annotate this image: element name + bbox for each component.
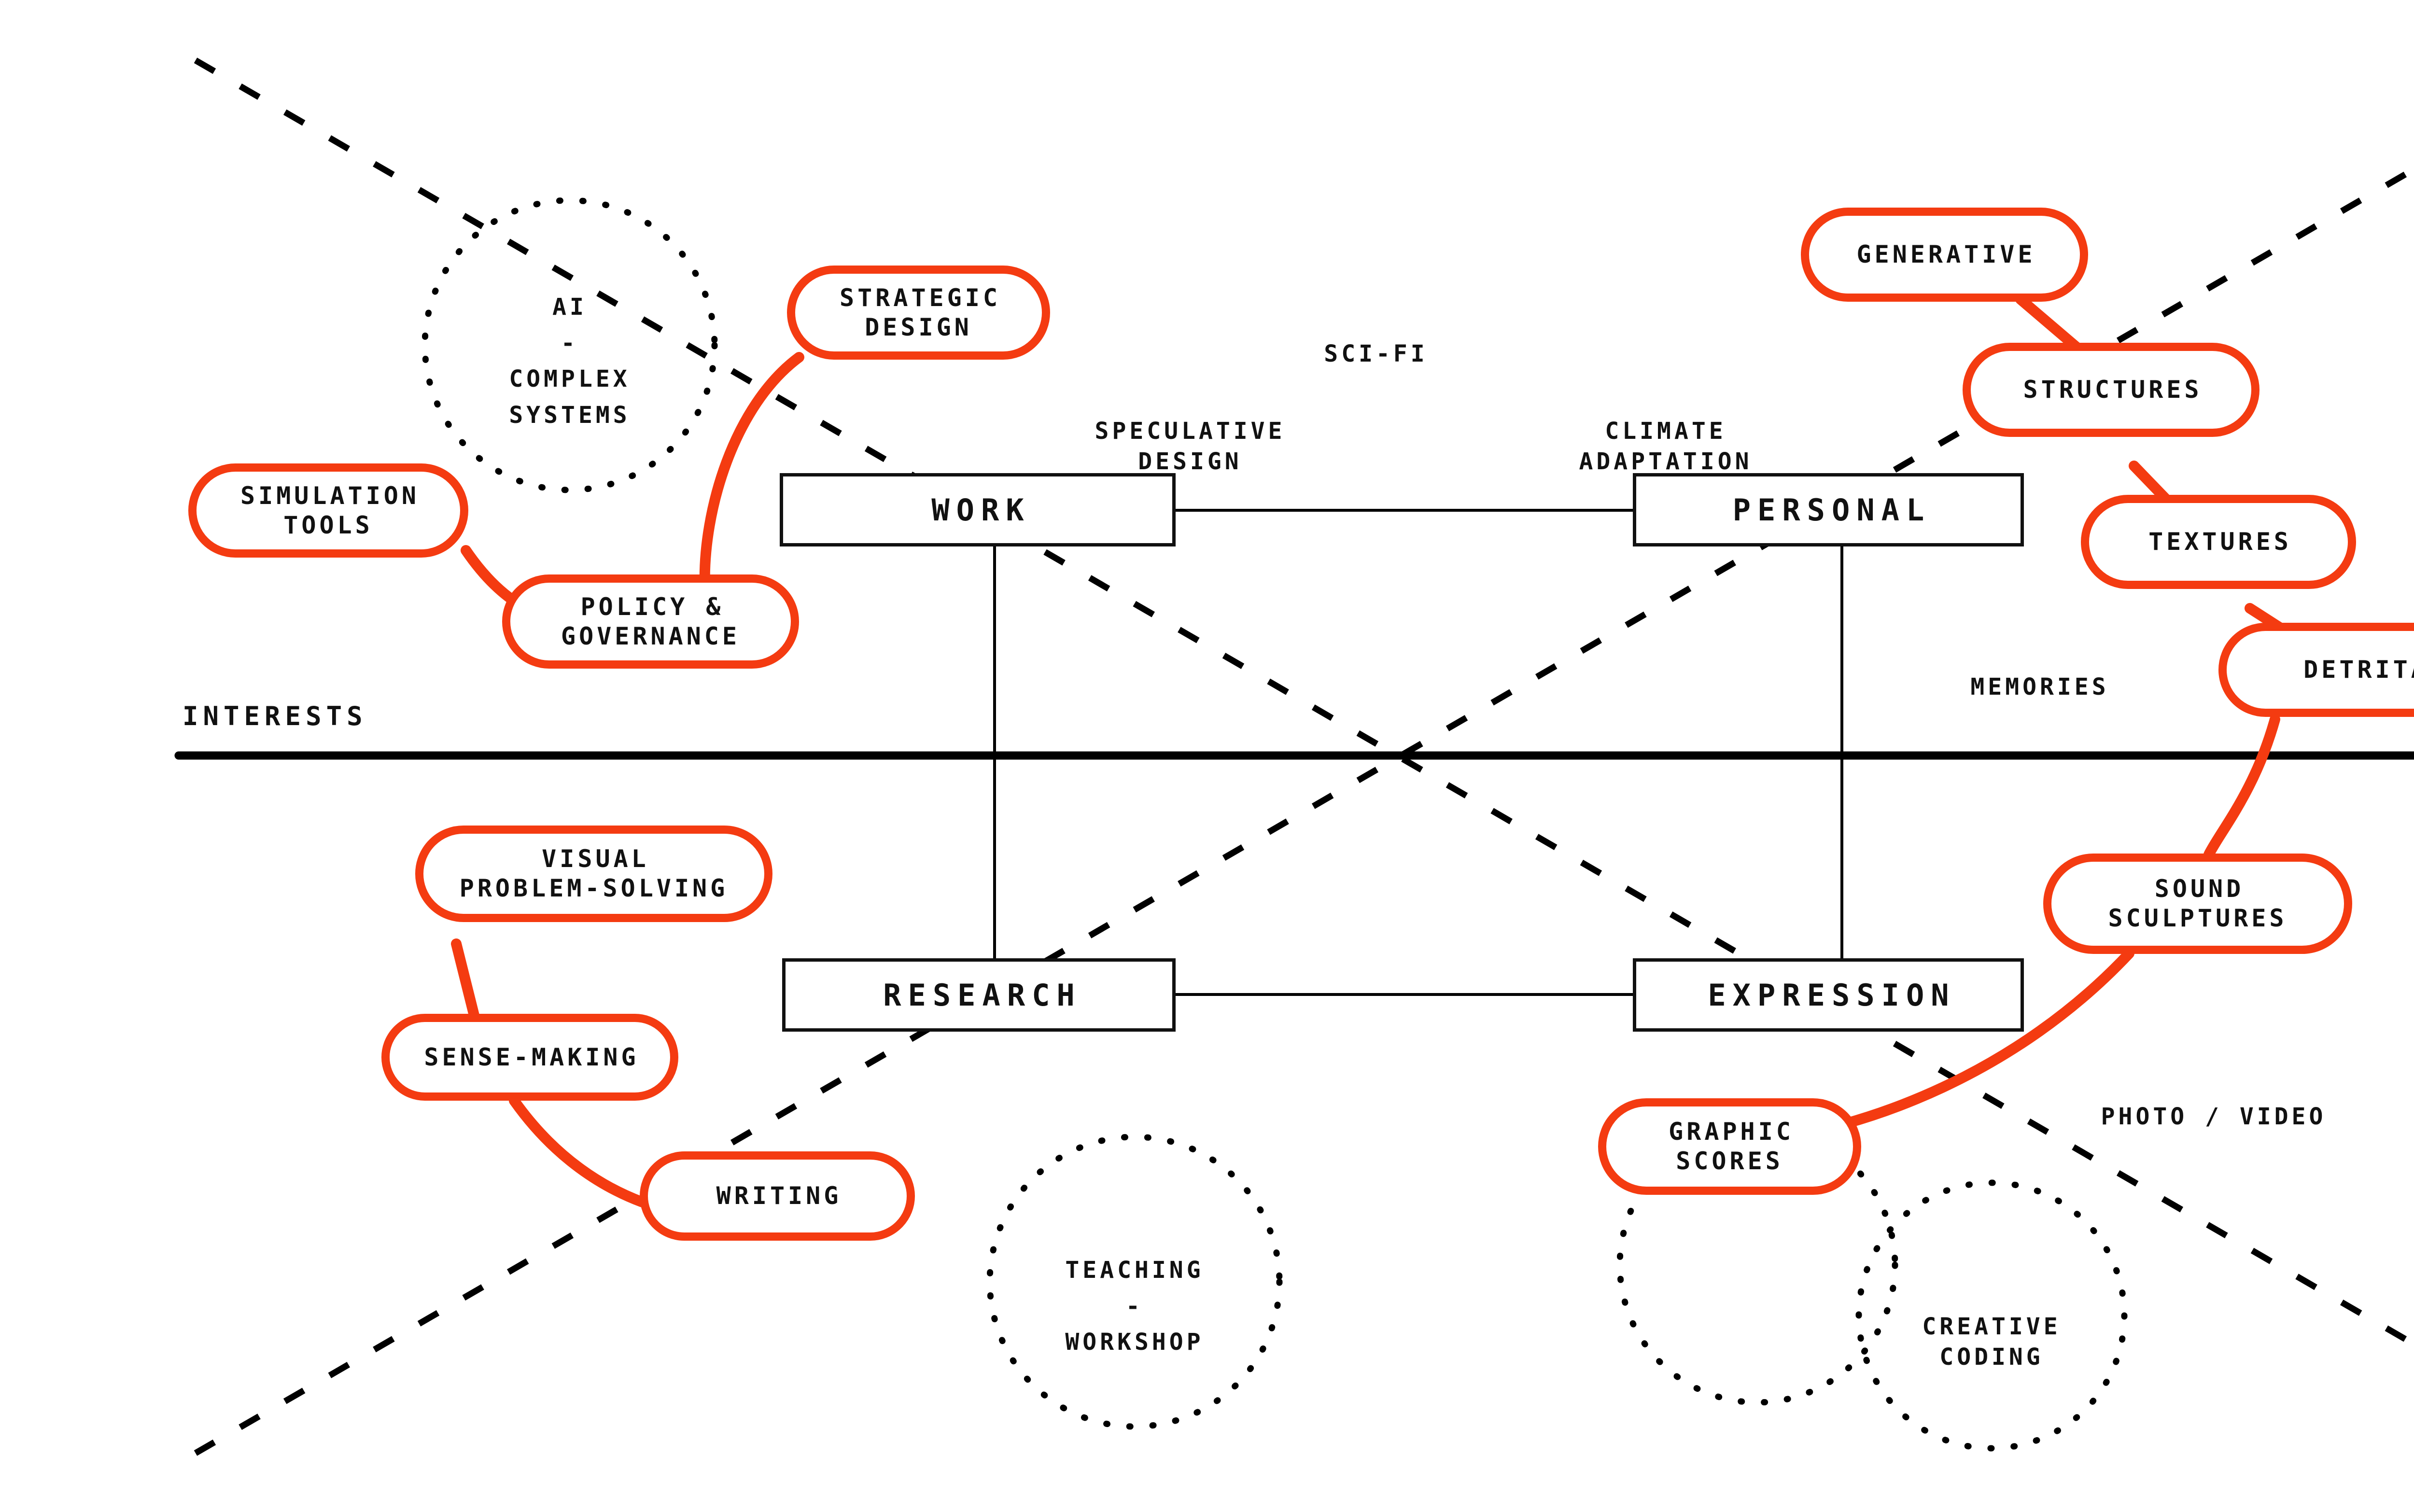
pill-structures[interactable]: STRUCTURES xyxy=(1963,343,2260,437)
dotted-circle-label-teaching-workshop: TEACHING - WORKSHOP xyxy=(990,1217,1279,1360)
label-memories: MEMORIES xyxy=(1914,642,2165,702)
pill-detrita[interactable]: DETRITA xyxy=(2218,623,2414,717)
quadrant-node-work-label: WORK xyxy=(931,492,1031,528)
pill-generative[interactable]: GENERATIVE xyxy=(1801,208,2088,302)
dotted-circle-label-ai-complex-systems: AI - COMPLEX SYSTEMS xyxy=(425,253,715,433)
label-photo-video-text: PHOTO / VIDEO xyxy=(2101,1103,2327,1131)
dotted-circle-creative-coding xyxy=(1855,1179,2128,1452)
pill-graphic-scores[interactable]: GRAPHIC SCORES xyxy=(1598,1098,1861,1195)
label-climate-adaptation: CLIMATE ADAPTATION xyxy=(1523,386,1808,476)
dotted-circle-ai-complex-systems xyxy=(421,197,718,493)
pill-visual-problem-solving-label: VISUAL PROBLEM-SOLVING xyxy=(459,845,729,902)
pill-generative-label: GENERATIVE xyxy=(1856,240,2036,268)
pill-sound-sculptures[interactable]: SOUND SCULPTURES xyxy=(2043,854,2352,954)
quadrant-node-expression[interactable]: EXPRESSION xyxy=(1633,958,2024,1032)
pill-writing[interactable]: WRITING xyxy=(640,1151,915,1241)
pill-sound-sculptures-label: SOUND SCULPTURES xyxy=(2108,875,2288,932)
pill-structures-label: STRUCTURES xyxy=(2023,376,2203,404)
pill-textures-label: TEXTURES xyxy=(2148,528,2292,556)
pill-strategic-design-label: STRATEGIC DESIGN xyxy=(840,283,1001,341)
label-sci-fi: SCI-FI xyxy=(1246,309,1506,369)
pill-graphic-scores-label: GRAPHIC SCORES xyxy=(1669,1118,1794,1175)
dotted-circle-teaching-workshop-text: TEACHING - WORKSHOP xyxy=(1065,1257,1204,1356)
pill-visual-problem-solving[interactable]: VISUAL PROBLEM-SOLVING xyxy=(415,826,772,922)
dotted-circle-label-creative-coding: CREATIVE CODING xyxy=(1856,1282,2127,1372)
pill-sense-making[interactable]: SENSE-MAKING xyxy=(381,1014,678,1101)
dotted-circle-teaching-workshop xyxy=(986,1134,1283,1430)
pill-sense-making-label: SENSE-MAKING xyxy=(424,1043,639,1071)
red-link-visual-to-sense-making xyxy=(451,938,481,1026)
label-memories-text: MEMORIES xyxy=(1970,673,2109,701)
quadrant-node-personal-label: PERSONAL xyxy=(1732,492,1931,528)
quadrant-node-research[interactable]: RESEARCH xyxy=(782,958,1176,1032)
quadrant-node-expression-label: EXPRESSION xyxy=(1708,977,1956,1013)
red-link-sense-making-to-writing xyxy=(509,1095,647,1207)
pill-simulation-tools[interactable]: SIMULATION TOOLS xyxy=(188,463,468,558)
label-climate-adaptation-text: CLIMATE ADAPTATION xyxy=(1579,418,1753,475)
red-link-detrita-to-sound-sculptures xyxy=(2203,714,2280,860)
pill-writing-label: WRITING xyxy=(716,1182,842,1210)
pill-textures[interactable]: TEXTURES xyxy=(2081,495,2356,589)
dotted-circle-ai-complex-systems-text: AI - COMPLEX SYSTEMS xyxy=(509,294,631,429)
dotted-circle-creative-coding-text: CREATIVE CODING xyxy=(1922,1313,2061,1371)
label-sci-fi-text: SCI-FI xyxy=(1324,340,1428,368)
quadrant-node-personal[interactable]: PERSONAL xyxy=(1633,473,2024,546)
quadrant-node-research-label: RESEARCH xyxy=(883,977,1081,1013)
pill-policy-governance-label: POLICY & GOVERNANCE xyxy=(561,592,741,650)
pill-policy-governance[interactable]: POLICY & GOVERNANCE xyxy=(502,574,799,669)
red-link-policy-to-strategic xyxy=(699,352,804,592)
axis-label-interests: INTERESTS xyxy=(178,701,367,731)
pill-strategic-design[interactable]: STRATEGIC DESIGN xyxy=(787,266,1050,360)
label-speculative-design: SPECULATIVE DESIGN xyxy=(1050,386,1330,476)
quadrant-node-work[interactable]: WORK xyxy=(780,473,1176,546)
pill-simulation-tools-label: SIMULATION TOOLS xyxy=(240,481,420,539)
label-speculative-design-text: SPECULATIVE DESIGN xyxy=(1095,418,1286,475)
label-photo-video: PHOTO / VIDEO xyxy=(2049,1072,2378,1132)
axis-label-interests-text: INTERESTS xyxy=(182,701,367,731)
pill-detrita-label: DETRITA xyxy=(2303,656,2414,684)
